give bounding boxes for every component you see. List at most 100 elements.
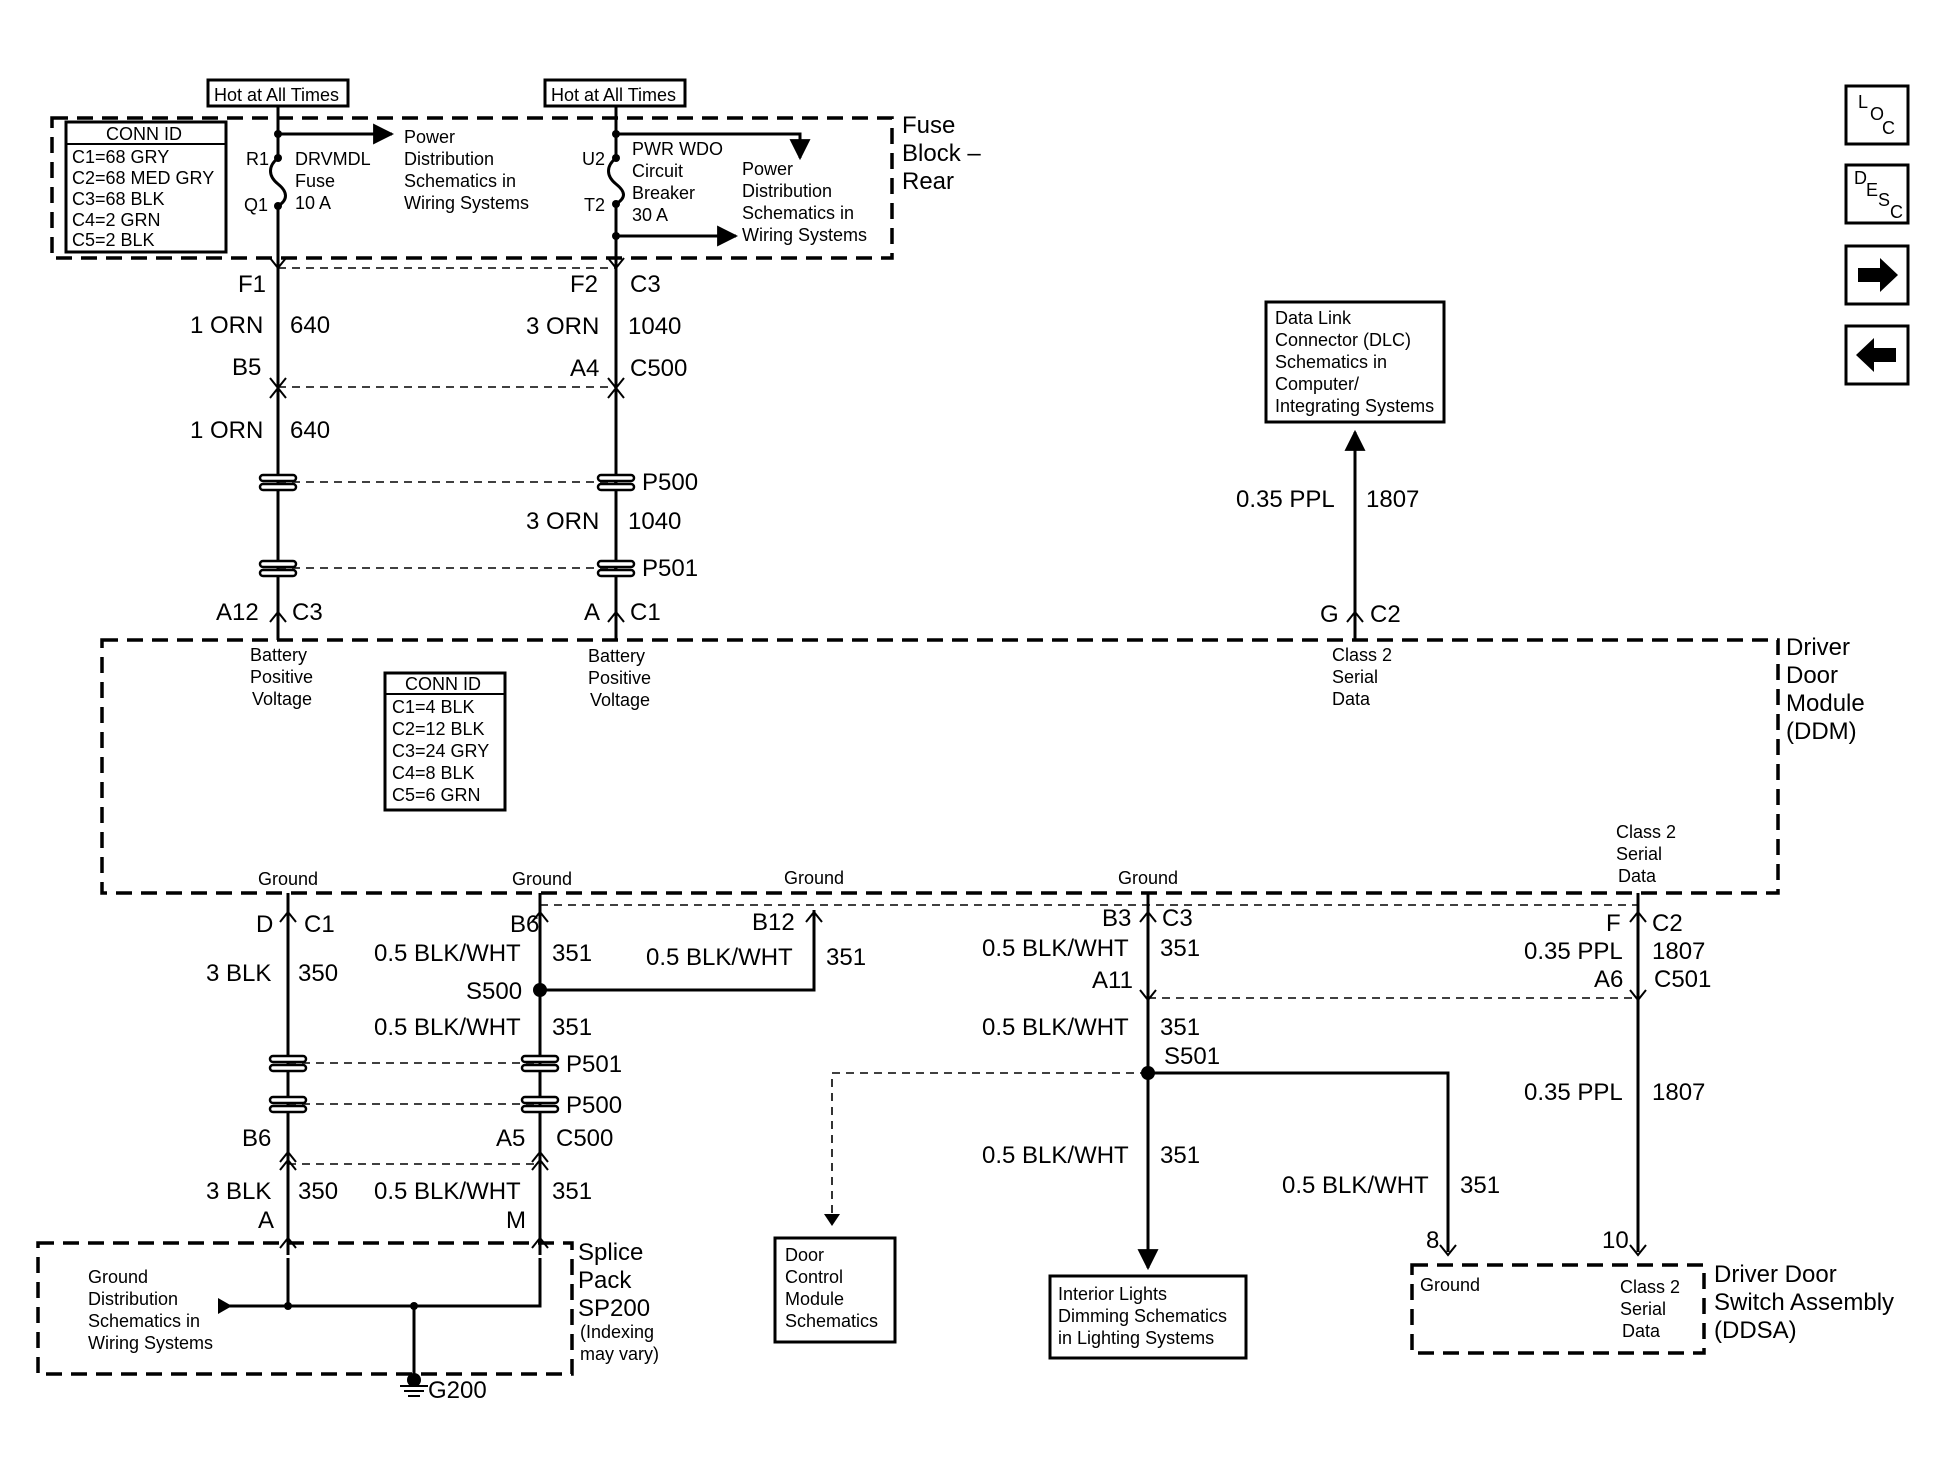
lower-wires-w1-pin-sp-label: A — [258, 1207, 274, 1234]
fuse-block-fuse-bottom-pin-label: Q1 — [244, 195, 268, 215]
wire-640: F1 1 ORN 640 B5 1 ORN 640 A12 C3 — [190, 257, 616, 640]
pwr-wdo-circuit-breaker: U2 T2 PWR WDO Circuit Breaker 30 A — [582, 106, 811, 258]
fuse-block-fuse-text-2-label: 10 A — [295, 193, 331, 213]
ddsa-class2-2-label: Data — [1622, 1321, 1661, 1341]
lower-wires-w4-circuit2-label: 351 — [1160, 1014, 1200, 1041]
ddm-conn-id-table: CONN ID C1=4 BLK C2=12 BLK C3=24 GRY C4=… — [383, 671, 507, 812]
ddm-conn-id-rows-0-label: C1=4 BLK — [392, 697, 475, 717]
upper-wires-right-conn-bottom-label: C1 — [630, 599, 661, 626]
ddsa-title-2-label: (DDSA) — [1714, 1317, 1797, 1344]
prev-page-button[interactable] — [1844, 324, 1910, 386]
hot-label-left: Hot at All Times — [206, 78, 350, 108]
dlc-circuit-label: 1807 — [1366, 486, 1419, 513]
splice-pack-note-0-label: (Indexing — [580, 1322, 654, 1342]
door-control-2-label: Module — [785, 1289, 844, 1309]
splice-pack-title-2-label: SP200 — [578, 1295, 650, 1322]
lower-wires-w5-gauge2-label: 0.35 PPL — [1524, 1079, 1623, 1106]
wire-351-b12: B12 0.5 BLK/WHT 351 — [646, 909, 866, 971]
splice-pack-ground-dist-2-label: Schematics in — [88, 1311, 200, 1331]
nav-desc-3-label: C — [1890, 202, 1903, 222]
dlc-box-4-label: Integrating Systems — [1275, 396, 1434, 416]
fuse-block-conn-id-header-label: CONN ID — [106, 124, 182, 144]
fuse-block-title-1: Fuse — [902, 112, 955, 139]
dlc-conn-label: C2 — [1370, 601, 1401, 628]
lower-wires-w5-conn-b-label: C501 — [1654, 966, 1711, 993]
fuse-block-power-dist-1-1-label: Distribution — [404, 149, 494, 169]
lower-wires-w1-circuit-b-label: 350 — [298, 1178, 338, 1205]
fuse-block-power-dist-2-1-label: Distribution — [742, 181, 832, 201]
interior-lights-1-label: Dimming Schematics — [1058, 1306, 1227, 1326]
fuse-block-breaker-bottom-pin-label: T2 — [584, 195, 605, 215]
loc-button[interactable]: L O C — [1844, 84, 1910, 146]
lower-wires-w4-pin-b-label: A11 — [1092, 967, 1133, 994]
upper-wires-left-circuit1-label: 640 — [290, 312, 330, 339]
ddm-class2-top-label: Class 2 Serial Data — [1332, 645, 1392, 709]
ddm-bottom-labels-class2-1-label: Serial — [1616, 844, 1662, 864]
ddsa-title-1-label: Switch Assembly — [1714, 1289, 1894, 1316]
dlc-reference-box: Data Link Connector (DLC) Schematics in … — [1264, 300, 1446, 424]
upper-wires-right-gauge1-label: 3 ORN — [526, 313, 599, 340]
ddm-class2-bottom-label: Class 2 Serial Data — [1616, 822, 1676, 886]
splice-pack-note-1-label: may vary) — [580, 1344, 659, 1364]
lower-wires-w4-gauge3-label: 0.5 BLK/WHT — [982, 1142, 1129, 1169]
upper-wires-right-pin-bottom-label: A — [584, 599, 600, 626]
ddm-conn-id-rows-4-label: C5=6 GRN — [392, 785, 481, 805]
lower-wires-w2-p501-label: P501 — [566, 1051, 622, 1078]
fuse-block-power-dist-2-0-label: Power — [742, 159, 793, 179]
lower-wires-w4-pin-label: B3 — [1102, 905, 1131, 932]
nav-loc-2-label: C — [1882, 118, 1895, 138]
upper-wires-right-pin-mid-label: A4 — [570, 355, 599, 382]
ddm-conn-id-rows-1-label: C2=12 BLK — [392, 719, 485, 739]
ddm-title-3-label: (DDM) — [1786, 718, 1857, 745]
fuse-block-conn-id-rows-4-label: C5=2 BLK — [72, 230, 155, 250]
fuse-block-conn-id-table: CONN ID C1=68 GRY C2=68 MED GRY C3=68 BL… — [64, 120, 228, 254]
driver-door-module: Driver Door Module (DDM) Battery Positiv… — [100, 634, 1865, 895]
lower-wires-w2-pin-b-label: A5 — [496, 1125, 525, 1152]
wire-350: D C1 3 BLK 350 B6 3 BLK 350 A — [206, 893, 338, 1255]
fuse-block-title-2: Block – — [902, 140, 981, 167]
upper-wires-left-circuit2-label: 640 — [290, 417, 330, 444]
hot-labels-0-label: Hot at All Times — [214, 85, 339, 105]
ground-g200: G200 — [428, 1377, 487, 1404]
ddm-top-labels-batt2-0-label: Battery — [588, 646, 645, 666]
door-control-3-label: Schematics — [785, 1311, 878, 1331]
passthru-p500-lower — [268, 1095, 560, 1114]
fuse-block-power-dist-1-3-label: Wiring Systems — [404, 193, 529, 213]
fuse-block-breaker-top-pin-label: U2 — [582, 149, 605, 169]
lower-wires-w2-gauge-b-label: 0.5 BLK/WHT — [374, 1178, 521, 1205]
lower-wires-w1-gauge-b-label: 3 BLK — [206, 1178, 271, 1205]
door-control-module-ref: Door Control Module Schematics — [773, 1236, 897, 1344]
dlc-box-1-label: Connector (DLC) — [1275, 330, 1411, 350]
fuse-block-conn-id-rows-1-label: C2=68 MED GRY — [72, 168, 214, 188]
lower-wires-w5-gauge-label: 0.35 PPL — [1524, 938, 1623, 965]
upper-wires-right-conn-mid-label: C500 — [630, 355, 687, 382]
nav-desc-0-label: D — [1854, 168, 1867, 188]
hot-labels-1-label: Hot at All Times — [551, 85, 676, 105]
lower-wires-w3-circuit-label: 351 — [826, 944, 866, 971]
upper-wires-right-conn-top-label: C3 — [630, 271, 661, 298]
lower-wires-w2-pin-sp-label: M — [506, 1207, 526, 1234]
next-page-button[interactable] — [1844, 244, 1910, 306]
ddm-conn-id-header-label: CONN ID — [405, 674, 481, 694]
lower-wires-w1-conn-label: C1 — [304, 911, 335, 938]
lower-wires-w4-gauge2-label: 0.5 BLK/WHT — [982, 1014, 1129, 1041]
lower-wires-w4-circuit4-label: 351 — [1460, 1172, 1500, 1199]
fuse-block-power-dist-1-2-label: Schematics in — [404, 171, 516, 191]
ddsa-title-0-label: Driver Door — [1714, 1261, 1837, 1288]
fuse-block-breaker-text-1-label: Circuit — [632, 161, 683, 181]
fuse-block-fuse-top-pin-label: R1 — [246, 149, 269, 169]
wire-1807-dlc: 0.35 PPL 1807 G C2 — [1236, 429, 1419, 640]
hot-label-right: Hot at All Times — [543, 78, 687, 108]
desc-button[interactable]: D E S C — [1844, 163, 1910, 225]
fuse-block: Fuse Block – Rear CONN ID C1=68 GRY C2=6… — [50, 106, 981, 260]
splice-pack-ground-dist-3-label: Wiring Systems — [88, 1333, 213, 1353]
door-control-0-label: Door — [785, 1245, 824, 1265]
arrow-left-icon — [1856, 338, 1896, 372]
lower-wires-w4-gauge-label: 0.5 BLK/WHT — [982, 935, 1129, 962]
fuse-block-fuse-text-0-label: DRVMDL — [295, 149, 371, 169]
ddm-ground-label-4: Ground — [1118, 868, 1178, 888]
upper-wires-left-pin-mid-label: B5 — [232, 354, 261, 381]
fuse-block-power-dist-1-0-label: Power — [404, 127, 455, 147]
ddm-top-labels-batt1-0-label: Battery — [250, 645, 307, 665]
lower-wires-w2-gauge-label: 0.5 BLK/WHT — [374, 940, 521, 967]
